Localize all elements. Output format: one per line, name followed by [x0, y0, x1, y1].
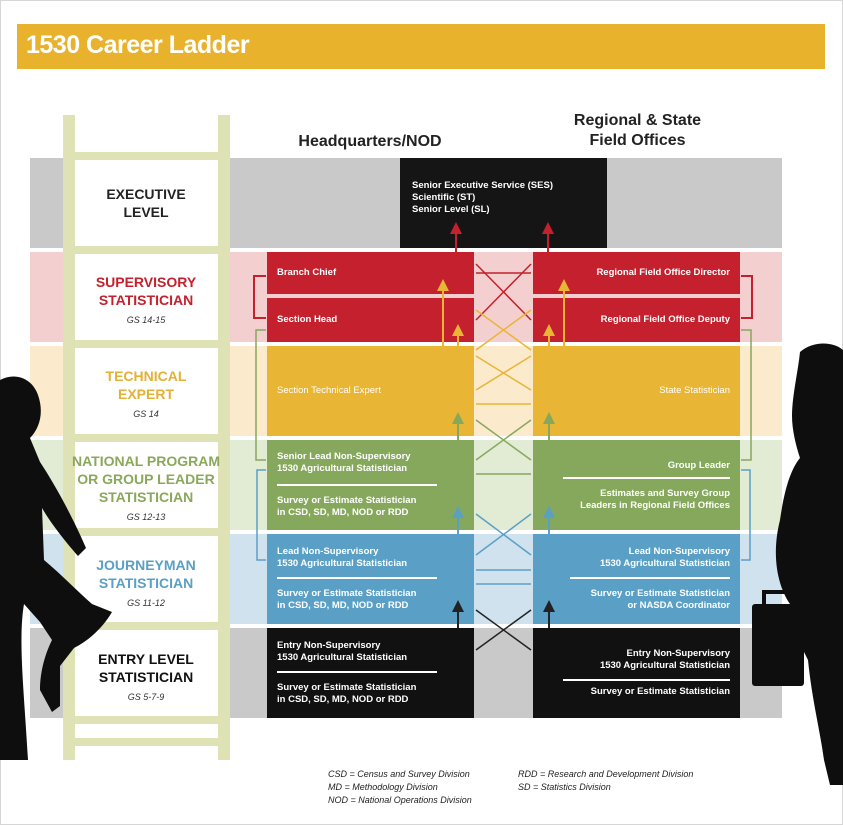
natl-hq-top-line1: Senior Lead Non-Supervisory	[277, 451, 411, 462]
jour-hq-box: Lead Non-Supervisory 1530 Agricultural S…	[267, 534, 474, 624]
jour-hq-top-line1: Lead Non-Supervisory	[277, 546, 379, 557]
natl-field-top-label: Group Leader	[667, 460, 730, 471]
level-entry-line2: STATISTICIAN	[98, 669, 194, 685]
page-title: 1530 Career Ladder	[26, 31, 250, 59]
level-supervisory-grade: GS 14-15	[126, 315, 166, 325]
branch-chief-box: Branch Chief	[267, 252, 474, 294]
entry-hq-box: Entry Non-Supervisory 1530 Agricultural …	[267, 628, 474, 718]
jour-field-top-line2: 1530 Agricultural Statistician	[599, 558, 730, 569]
executive-st: Scientific (ST)	[412, 192, 476, 203]
branch-chief-label: Branch Chief	[277, 267, 337, 278]
level-entry-grade: GS 5-7-9	[127, 692, 165, 702]
jour-hq-top-line2: 1530 Agricultural Statistician	[277, 558, 408, 569]
jour-hq-bottom-line1: Survey or Estimate Statistician	[277, 588, 417, 599]
entry-hq-divider	[277, 671, 437, 673]
natl-hq-bottom-line1: Survey or Estimate Statistician	[277, 495, 417, 506]
legend-sd: SD = Statistics Division	[518, 782, 611, 792]
level-national-line3: STATISTICIAN	[98, 489, 194, 505]
level-technical-line2: EXPERT	[117, 386, 174, 402]
section-head-label: Section Head	[277, 314, 338, 325]
legend-left: CSD = Census and Survey Division MD = Me…	[328, 768, 472, 807]
entry-hq-top-line2: 1530 Agricultural Statistician	[277, 652, 408, 663]
column-header-field-line2: Field Offices	[589, 132, 686, 149]
level-supervisory-line1: SUPERVISORY	[95, 274, 197, 290]
natl-field-divider	[563, 477, 730, 479]
rfo-deputy-label: Regional Field Office Deputy	[600, 314, 730, 325]
natl-hq-box: Senior Lead Non-Supervisory 1530 Agricul…	[267, 440, 474, 530]
entry-hq-bottom-line2: in CSD, SD, MD, NOD or RDD	[277, 694, 409, 705]
natl-field-bottom-line2: Leaders in Regional Field Offices	[580, 500, 730, 511]
executive-ses: Senior Executive Service (SES)	[412, 180, 553, 191]
level-journeyman: JOURNEYMAN STATISTICIAN GS 11-12	[71, 556, 221, 612]
level-journeyman-grade: GS 11-12	[127, 598, 165, 608]
legend-rdd: RDD = Research and Development Division	[518, 769, 694, 779]
entry-field-box: Entry Non-Supervisory 1530 Agricultural …	[533, 628, 740, 718]
woman-silhouette	[0, 376, 112, 760]
natl-field-bottom-line1: Estimates and Survey Group	[600, 488, 730, 499]
column-header-field-line1: Regional & State	[573, 112, 702, 129]
state-stat-box: State Statistician	[533, 346, 740, 436]
man-silhouette	[752, 343, 843, 785]
section-tech-label: Section Technical Expert	[277, 385, 381, 396]
level-executive-line1: EXECUTIVE	[106, 186, 186, 202]
column-header-field: Regional & State Field Offices	[550, 111, 725, 151]
legend-nod: NOD = National Operations Division	[328, 795, 472, 805]
legend-md: MD = Methodology Division	[328, 782, 438, 792]
level-technical-line1: TECHNICAL	[105, 368, 187, 384]
level-entry: ENTRY LEVEL STATISTICIAN GS 5-7-9	[71, 650, 221, 706]
natl-hq-top-line2: 1530 Agricultural Statistician	[277, 463, 408, 474]
natl-hq-divider	[277, 484, 437, 486]
jour-field-bottom-line1: Survey or Estimate Statistician	[590, 588, 730, 599]
level-national-line1: NATIONAL PROGRAM	[71, 453, 221, 469]
natl-field-box: Group Leader Estimates and Survey Group …	[533, 440, 740, 530]
section-head-box: Section Head	[267, 298, 474, 342]
state-stat-label: State Statistician	[659, 385, 730, 396]
level-journeyman-line2: STATISTICIAN	[98, 575, 194, 591]
jour-hq-divider	[277, 577, 437, 579]
level-entry-line1: ENTRY LEVEL	[98, 651, 194, 667]
entry-hq-bottom-line1: Survey or Estimate Statistician	[277, 682, 417, 693]
entry-field-top-line1: Entry Non-Supervisory	[626, 648, 730, 659]
level-journeyman-line1: JOURNEYMAN	[96, 557, 196, 573]
level-executive-line2: LEVEL	[123, 204, 169, 220]
level-national: NATIONAL PROGRAM OR GROUP LEADER STATIST…	[71, 452, 221, 526]
level-executive: EXECUTIVE LEVEL	[71, 185, 221, 221]
column-header-hq-text: Headquarters/NOD	[298, 133, 442, 150]
rfo-director-label: Regional Field Office Director	[596, 267, 730, 278]
title-banner: 1530 Career Ladder	[17, 24, 825, 69]
legend-right: RDD = Research and Development Division …	[518, 768, 693, 794]
jour-hq-bottom-line2: in CSD, SD, MD, NOD or RDD	[277, 600, 409, 611]
rfo-deputy-box: Regional Field Office Deputy	[533, 298, 740, 342]
section-tech-box: Section Technical Expert	[267, 346, 474, 436]
entry-hq-top-line1: Entry Non-Supervisory	[277, 640, 381, 651]
level-supervisory-line2: STATISTICIAN	[98, 292, 194, 308]
column-header-hq: Headquarters/NOD	[285, 132, 455, 152]
legend-csd: CSD = Census and Survey Division	[328, 769, 470, 779]
natl-hq-bottom-line2: in CSD, SD, MD, NOD or RDD	[277, 507, 409, 518]
level-technical: TECHNICAL EXPERT GS 14	[71, 367, 221, 423]
entry-field-top-line2: 1530 Agricultural Statistician	[599, 660, 730, 671]
entry-field-bottom-label: Survey or Estimate Statistician	[590, 686, 730, 697]
level-national-grade: GS 12-13	[126, 512, 166, 522]
jour-field-bottom-line2: or NASDA Coordinator	[627, 600, 730, 611]
entry-field-divider	[563, 679, 730, 681]
jour-field-divider	[570, 577, 730, 579]
executive-sl: Senior Level (SL)	[412, 204, 490, 215]
level-technical-grade: GS 14	[133, 409, 159, 419]
executive-box: Senior Executive Service (SES) Scientifi…	[400, 158, 607, 248]
jour-field-top-line1: Lead Non-Supervisory	[628, 546, 730, 557]
level-supervisory: SUPERVISORY STATISTICIAN GS 14-15	[71, 273, 221, 329]
jour-field-box: Lead Non-Supervisory 1530 Agricultural S…	[533, 534, 740, 624]
level-national-line2: OR GROUP LEADER	[77, 471, 215, 487]
